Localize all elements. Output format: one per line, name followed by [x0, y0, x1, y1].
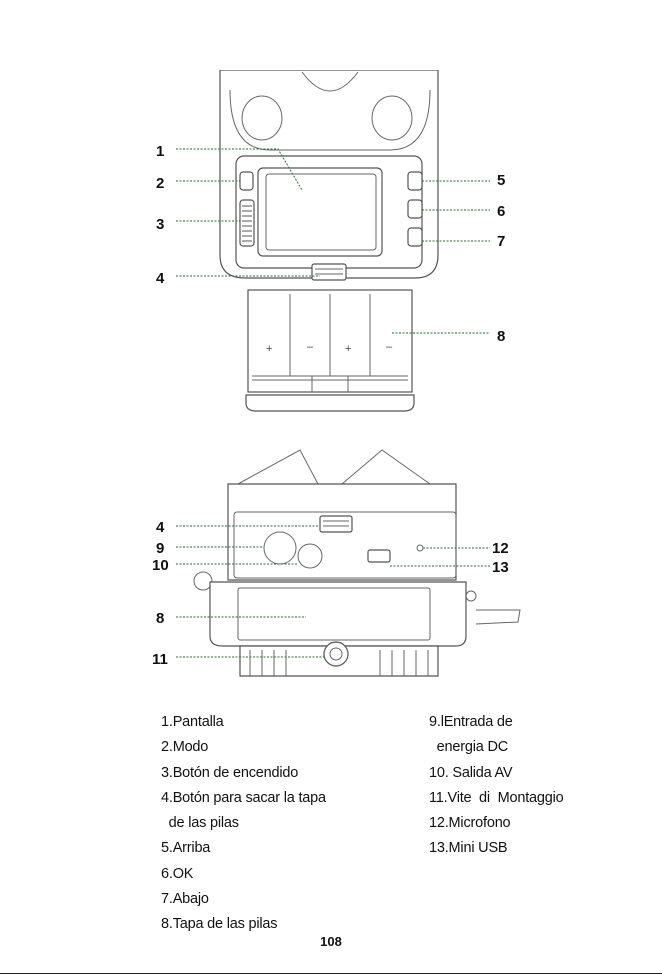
legend-item: 10. Salida AV: [429, 761, 564, 786]
power-dial: [240, 200, 254, 246]
legend-item: 11.Vite di Montaggio: [429, 786, 564, 811]
legend-left-column: 1.Pantalla 2.Modo 3.Botón de encendido 4…: [161, 710, 326, 938]
page-number: 108: [0, 934, 662, 949]
svg-text:+: +: [266, 343, 272, 355]
legend-item: 12.Microfono: [429, 811, 564, 836]
callout-8: 8: [497, 328, 505, 345]
legend-item: 13.Mini USB: [429, 836, 564, 861]
legend-item: 2.Modo: [161, 735, 326, 760]
callout-2: 2: [156, 175, 164, 192]
ok-button: [408, 200, 422, 218]
callout-1: 1: [156, 143, 164, 160]
legend-item: 3.Botón de encendido: [161, 761, 326, 786]
legend-item: de las pilas: [161, 811, 326, 836]
page-bottom-rule: [0, 973, 662, 974]
svg-text:+: +: [345, 343, 351, 355]
legend-item: 1.Pantalla: [161, 710, 326, 735]
svg-text:–: –: [386, 341, 393, 353]
legend-item: 4.Botón para sacar la tapa: [161, 786, 326, 811]
strap-cord: [476, 610, 520, 624]
legend-item: energia DC: [429, 735, 564, 760]
mode-button: [240, 172, 253, 190]
mounting-screw: [324, 642, 348, 666]
callout-9: 9: [156, 540, 164, 557]
callout-13: 13: [492, 559, 509, 576]
legend-item: 5.Arriba: [161, 836, 326, 861]
legend-right-column: 9.lEntrada de energia DC 10. Salida AV 1…: [429, 710, 564, 862]
strap-loop-left: [194, 572, 212, 590]
legend-item: 7.Abajo: [161, 887, 326, 912]
battery-cover-latch: [312, 264, 346, 280]
callout-6: 6: [497, 203, 505, 220]
legend-item: 6.OK: [161, 862, 326, 887]
camera-bottom-diagram: 4 9 10 8 11 12 13: [0, 440, 662, 690]
down-button: [408, 228, 422, 246]
callout-3: 3: [156, 216, 164, 233]
strap-loop-right: [466, 591, 476, 601]
battery-tray-base: [246, 395, 414, 411]
cover-latch-rear: [320, 516, 352, 532]
legend-item: 9.lEntrada de: [429, 710, 564, 735]
callout-7: 7: [497, 233, 505, 250]
camera-front-diagram: + – + – 1 2 3 4 5 6 7 8: [0, 70, 662, 420]
top-fins: [238, 450, 430, 484]
callout-8-rear: 8: [156, 610, 164, 627]
callout-4-rear: 4: [156, 519, 165, 536]
callout-11: 11: [152, 651, 168, 668]
up-button: [408, 172, 422, 190]
battery-cover-rear: [210, 582, 466, 646]
lcd-screen: [258, 168, 382, 256]
callout-12: 12: [492, 540, 509, 557]
callout-4: 4: [156, 270, 165, 287]
callout-10: 10: [152, 557, 169, 574]
svg-text:–: –: [307, 341, 314, 353]
mini-usb-port: [368, 550, 390, 562]
callout-5: 5: [497, 172, 505, 189]
